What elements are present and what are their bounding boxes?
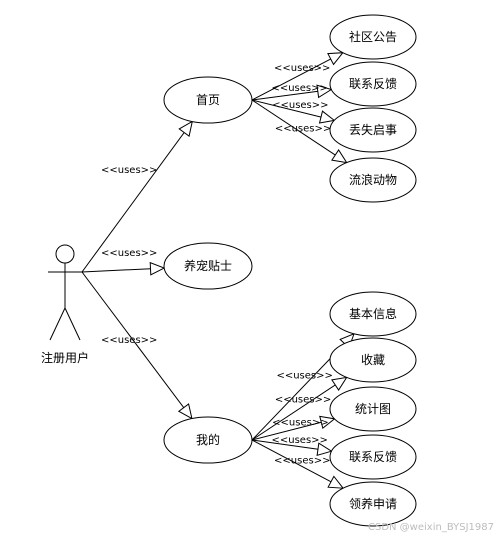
use-case-ellipse bbox=[329, 157, 417, 203]
arrow-head bbox=[178, 120, 193, 138]
edge-label-home-3: <<uses>> bbox=[275, 123, 331, 134]
use-case-mine-4: 领养申请 bbox=[329, 481, 417, 527]
use-case-label: 收藏 bbox=[361, 353, 385, 367]
actor-head bbox=[55, 244, 75, 264]
use-case-ellipse bbox=[329, 337, 417, 383]
edge-line bbox=[81, 121, 193, 273]
watermark: CSDN @weixin_BYSJ1987 bbox=[368, 522, 494, 533]
use-case-ellipse bbox=[329, 61, 417, 107]
edge-label-home-1: <<uses>> bbox=[271, 83, 327, 94]
use-case-ellipse bbox=[329, 386, 417, 432]
use-case-label: 基本信息 bbox=[349, 306, 397, 321]
use-case-mine-0: 基本信息 bbox=[329, 291, 417, 337]
edge-mine-4 bbox=[251, 439, 345, 489]
use-case-label: 丢失启事 bbox=[349, 122, 397, 137]
arrow-head bbox=[327, 475, 345, 489]
use-case-ellipse bbox=[329, 434, 417, 480]
use-case-label: 领养申请 bbox=[349, 496, 397, 511]
edge-actor-home bbox=[81, 120, 193, 273]
nodes-layer: 首页社区公告联系反馈丢失启事流浪动物养宠贴士我的基本信息收藏统计图联系反馈领养申… bbox=[163, 14, 417, 527]
edge-actor-tips bbox=[81, 261, 166, 276]
use-case-home-2: 丢失启事 bbox=[329, 107, 417, 153]
edge-label-mine-1: <<uses>> bbox=[275, 395, 331, 406]
edge-home-3 bbox=[251, 99, 348, 164]
arrow-head bbox=[177, 403, 193, 420]
use-case-ellipse bbox=[329, 481, 417, 527]
use-case-label: 我的 bbox=[196, 432, 220, 447]
edge-line bbox=[251, 99, 347, 164]
edge-line bbox=[251, 52, 344, 101]
use-case-ellipse bbox=[163, 242, 253, 290]
edge-line bbox=[251, 418, 335, 441]
use-case-home-1: 联系反馈 bbox=[329, 61, 417, 107]
use-case-mine-3: 联系反馈 bbox=[329, 434, 417, 480]
edge-home-1 bbox=[251, 84, 333, 101]
arrow-head bbox=[331, 149, 348, 164]
edge-label-mine-2: <<uses>> bbox=[272, 417, 328, 428]
use-case-ellipse bbox=[163, 76, 253, 124]
use-case-ellipse bbox=[329, 14, 417, 60]
use-case-label: 流浪动物 bbox=[349, 172, 397, 187]
edge-label-actor-home: <<uses>> bbox=[101, 165, 157, 176]
edge-label-actor-tips: <<uses>> bbox=[101, 248, 157, 259]
actor-name: 注册用户 bbox=[41, 350, 89, 365]
edge-home-0 bbox=[251, 52, 344, 101]
use-case-mine-2: 统计图 bbox=[329, 386, 417, 432]
use-case-label: 联系反馈 bbox=[349, 450, 397, 464]
edge-mine-2 bbox=[251, 415, 336, 441]
actor-right-leg bbox=[64, 307, 81, 341]
use-case-tips: 养宠贴士 bbox=[163, 242, 253, 290]
arrow-head bbox=[316, 84, 333, 99]
use-case-mine-1: 收藏 bbox=[329, 337, 417, 383]
edge-line bbox=[81, 271, 193, 419]
edge-label-mine-3: <<uses>> bbox=[271, 435, 327, 446]
arrow-head bbox=[331, 376, 348, 391]
use-case-label: 统计图 bbox=[355, 402, 391, 416]
use-case-home: 首页 bbox=[163, 76, 253, 124]
use-case-home-0: 社区公告 bbox=[329, 14, 417, 60]
edge-label-mine-4: <<uses>> bbox=[274, 456, 330, 467]
edge-line bbox=[251, 376, 347, 441]
arrow-head bbox=[316, 442, 333, 457]
use-case-ellipse bbox=[329, 107, 417, 153]
edges-layer: <<uses>> <<uses>> <<uses>> <<uses>> <<uses>>… bbox=[81, 52, 355, 489]
arrow-head bbox=[319, 415, 336, 430]
use-case-home-3: 流浪动物 bbox=[329, 157, 417, 203]
use-case-label: 社区公告 bbox=[349, 29, 397, 44]
use-case-label: 首页 bbox=[196, 93, 220, 107]
use-case-label: 养宠贴士 bbox=[184, 258, 232, 273]
edge-mine-1 bbox=[251, 376, 348, 441]
arrow-head bbox=[318, 110, 336, 124]
edge-label-mine-0: <<uses>> bbox=[276, 371, 332, 382]
actor-left-leg bbox=[49, 307, 66, 341]
edge-actor-mine bbox=[81, 271, 193, 420]
use-case-label: 联系反馈 bbox=[349, 77, 397, 91]
use-case-ellipse bbox=[163, 416, 253, 464]
arrow-head bbox=[149, 261, 166, 276]
edge-label-home-2: <<uses>> bbox=[272, 100, 328, 111]
edge-home-2 bbox=[251, 99, 336, 124]
use-case-mine: 我的 bbox=[163, 416, 253, 464]
actor: 注册用户 bbox=[41, 244, 89, 365]
edge-mine-3 bbox=[251, 439, 333, 457]
arrow-head bbox=[327, 52, 344, 66]
edge-label-home-0: <<uses>> bbox=[274, 63, 330, 74]
edge-line bbox=[251, 439, 344, 489]
edge-label-actor-mine: <<uses>> bbox=[101, 335, 157, 346]
use-case-ellipse bbox=[329, 291, 417, 337]
